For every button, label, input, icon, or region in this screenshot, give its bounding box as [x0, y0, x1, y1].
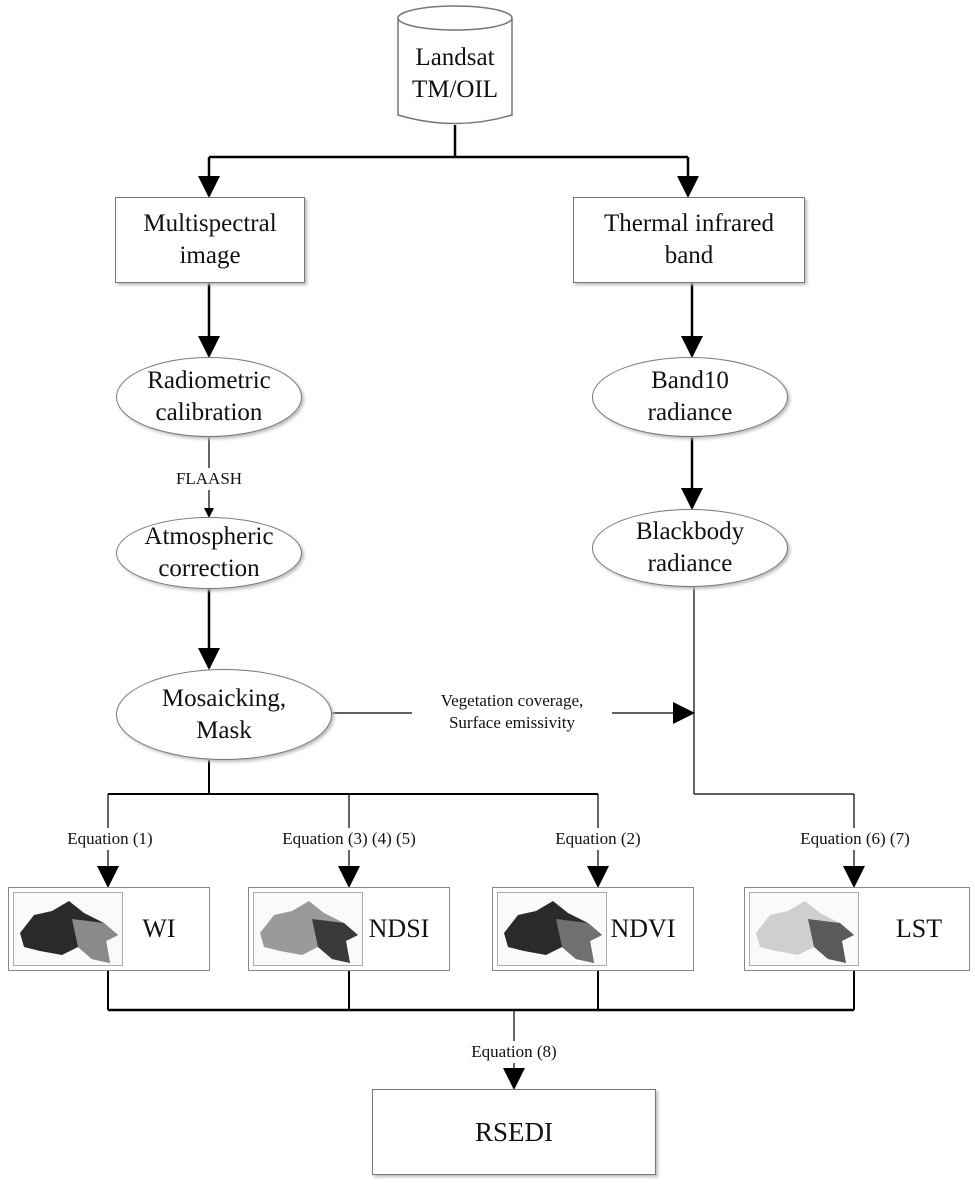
band10-radiance-node: Band10 radiance	[592, 357, 788, 437]
multispectral-image-node: Multispectral image	[115, 197, 305, 283]
index-name-ndsi: NDSI	[368, 914, 430, 943]
node-label: band	[664, 242, 714, 269]
ndsi-map-thumbnail	[253, 892, 363, 966]
thermal-infrared-band-node: Thermal infrared band	[573, 197, 805, 283]
mosaicking-mask-node: Mosaicking, Mask	[116, 669, 332, 760]
node-label: radiance	[647, 550, 733, 577]
index-name-lst: LST	[895, 914, 943, 943]
index-name-ndvi: NDVI	[610, 914, 676, 943]
node-label: Band10	[651, 367, 729, 394]
node-label: Blackbody	[635, 518, 745, 545]
cross-link-line1: Vegetation coverage,	[440, 691, 584, 710]
index-panel-ndvi: NDVI	[492, 887, 694, 971]
ndvi-map-thumbnail	[497, 892, 607, 966]
node-label: Multispectral	[143, 210, 277, 237]
node-label: correction	[158, 555, 260, 582]
index-panel-ndsi: NDSI	[248, 887, 450, 971]
equation-label-wi: Equation (1)	[40, 828, 180, 850]
radiometric-calibration-node: Radiometric calibration	[116, 357, 302, 437]
lst-map-thumbnail	[749, 892, 859, 966]
node-label: Radiometric	[147, 367, 271, 394]
wi-map-thumbnail	[13, 892, 123, 966]
source-label-line1: Landsat	[415, 44, 495, 71]
equation-label-lst: Equation (6) (7)	[775, 828, 935, 850]
rsedi-node: RSEDI	[372, 1089, 656, 1175]
node-label: calibration	[155, 399, 263, 426]
equation-label-ndvi: Equation (2)	[533, 828, 663, 850]
flaash-label: FLAASH	[164, 468, 254, 490]
cross-link-line2: Surface emissivity	[448, 713, 576, 732]
node-label: Mask	[196, 716, 252, 744]
node-label: Mosaicking,	[161, 684, 287, 712]
index-name-wi: WI	[142, 914, 176, 943]
cross-link-label: Vegetation coverage, Surface emissivity	[412, 690, 612, 734]
node-label: radiance	[647, 399, 733, 426]
equation-label-rsedi: Equation (8)	[444, 1041, 584, 1063]
blackbody-radiance-node: Blackbody radiance	[592, 509, 788, 587]
database-cylinder-shape	[397, 5, 513, 125]
source-label-line2: TM/OIL	[411, 76, 499, 103]
node-label: Thermal infrared	[603, 210, 775, 237]
atmospheric-correction-node: Atmospheric correction	[116, 517, 302, 589]
node-label: Atmospheric	[144, 523, 274, 550]
equation-label-ndsi: Equation (3) (4) (5)	[254, 828, 444, 850]
index-panel-wi: WI	[8, 887, 210, 971]
node-label: image	[179, 242, 241, 269]
index-panel-lst: LST	[744, 887, 970, 971]
